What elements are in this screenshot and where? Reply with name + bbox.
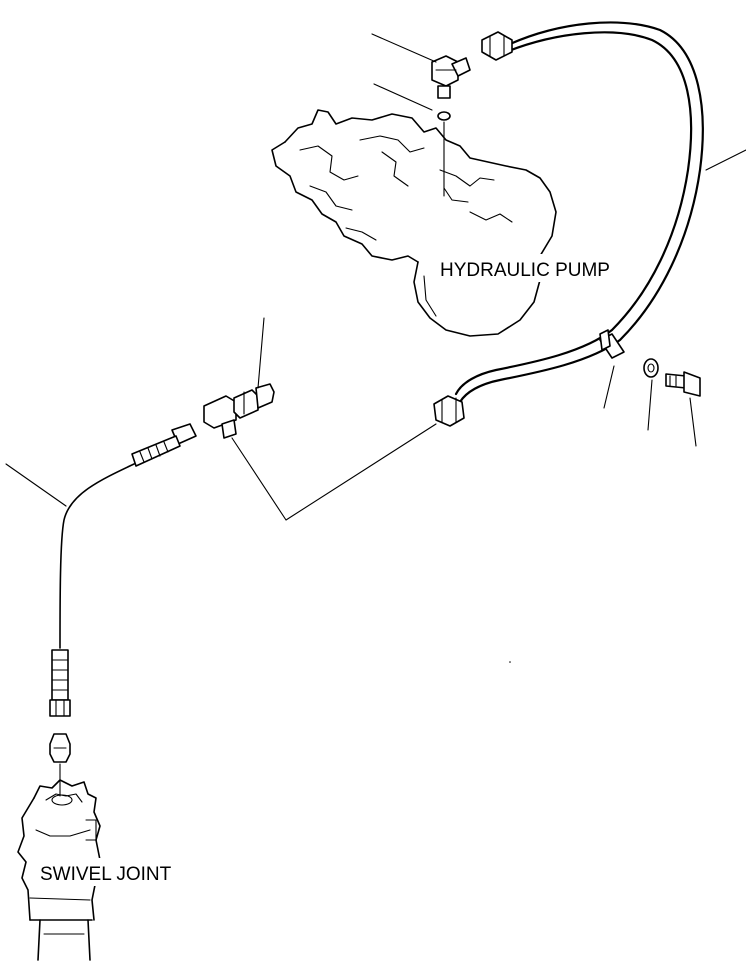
- adapter: [49, 733, 71, 763]
- hydraulic-pump-label: HYDRAULIC PUMP: [440, 260, 610, 281]
- leader-line: [371, 33, 437, 63]
- o-ring: [437, 111, 451, 121]
- hydraulic-hose: [454, 21, 704, 404]
- pump-label-background: [438, 254, 640, 282]
- leader-line: [647, 379, 653, 431]
- leader-line: [5, 463, 67, 507]
- swivel-label-background: [38, 858, 190, 886]
- connection-line: [231, 423, 437, 521]
- stray-dot: [509, 661, 511, 663]
- small-hose-fitting-lower: [49, 649, 71, 717]
- washer: [643, 358, 659, 378]
- hose-nut-top: [481, 31, 513, 61]
- elbow-fitting: [431, 55, 471, 99]
- swivel-joint: [17, 779, 101, 961]
- leader-line: [373, 83, 433, 111]
- tee-fitting: [203, 383, 275, 439]
- leader-line: [257, 317, 265, 389]
- leader-line: [689, 397, 697, 447]
- bolt: [665, 371, 701, 397]
- small-hose: [59, 463, 135, 649]
- hose-clamp: [599, 329, 625, 359]
- small-hose-fitting-upper: [131, 423, 197, 467]
- hydraulic-pump: [271, 109, 557, 337]
- leader-line: [603, 365, 615, 409]
- swivel-joint-label: SWIVEL JOINT: [40, 864, 172, 885]
- leader-line: [705, 149, 746, 171]
- hose-nut-lower: [433, 395, 465, 427]
